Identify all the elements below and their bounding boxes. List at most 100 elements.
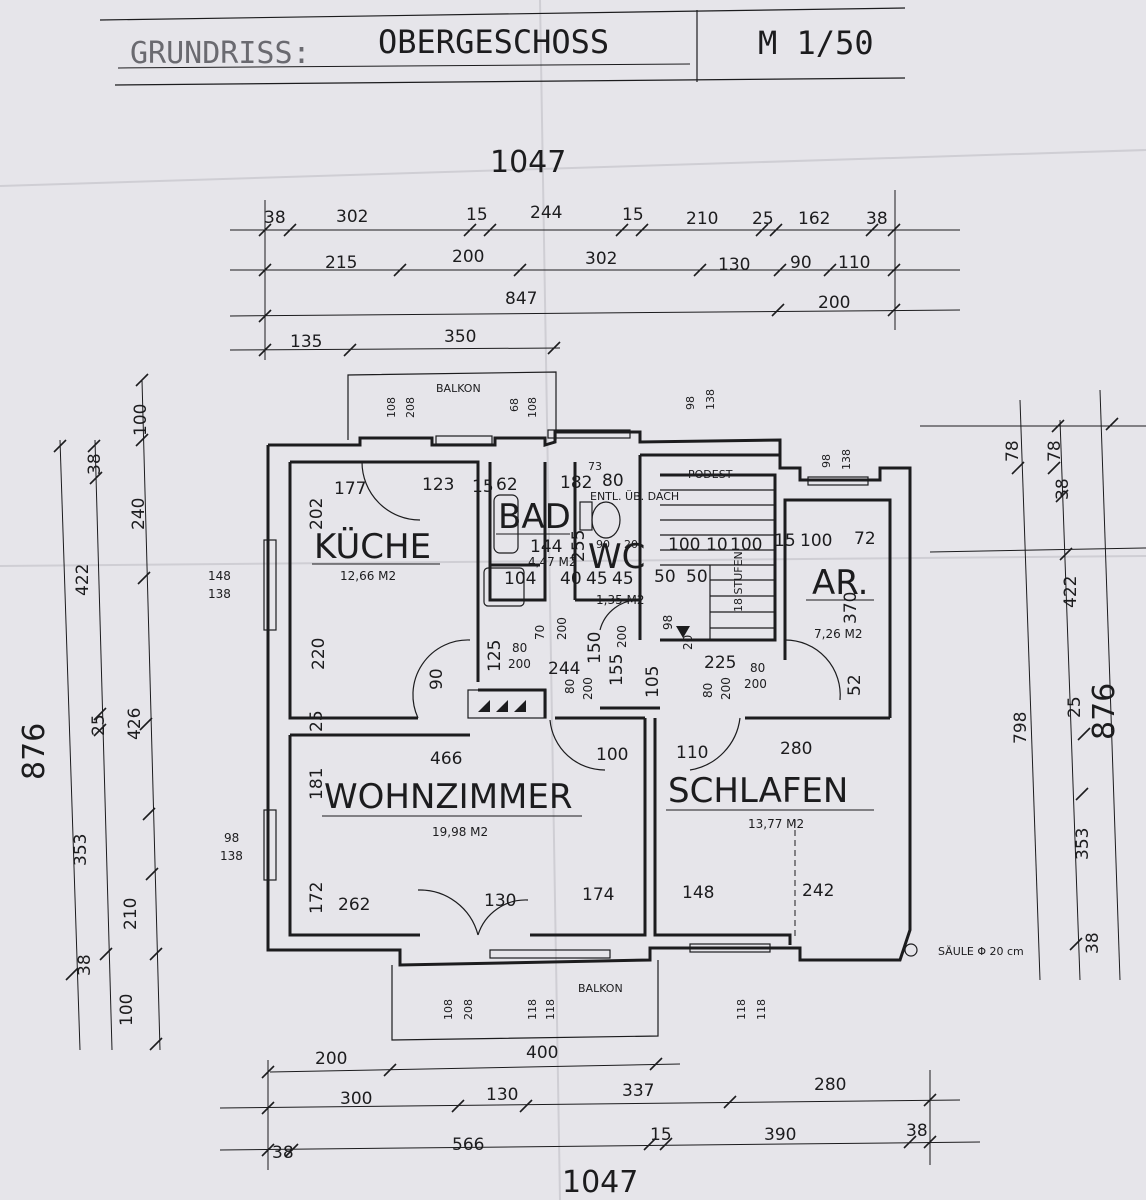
bad-dims: 15 62 182 73 80 ENTL. ÜB. DACH 144 104 2… <box>472 460 679 589</box>
overall-left-dim: 876 <box>17 723 52 780</box>
left-dim-2: 240 <box>129 498 149 530</box>
bottom-dimension-chain: 200 400 300 130 337 280 38 566 15 390 38 <box>219 1043 981 1170</box>
bad-dim-1: 15 <box>472 477 494 497</box>
top-dim-6: 210 <box>686 209 718 229</box>
room-kueche: KÜCHE 12,66 M2 <box>312 526 440 583</box>
room-area-wc: 1,35 M2 <box>596 593 645 607</box>
kueche-dim-5: 148 <box>208 569 231 583</box>
bottom-dim-2: 400 <box>526 1043 558 1063</box>
top-dim-2: 302 <box>336 207 368 227</box>
balcony-top: BALKON 108 208 68 108 98 138 <box>347 371 717 440</box>
top-dimension-chain: 38 302 15 244 15 210 25 162 38 215 200 3… <box>229 190 961 360</box>
right-dim-2: 422 <box>1061 576 1081 608</box>
stair-dim-4: 15 <box>774 531 796 551</box>
flur-dim-20: 100 <box>596 745 628 765</box>
balcony-bottom-dim-6: 118 <box>755 999 768 1020</box>
wohn-dims: 466 181 262 130 174 172 98 138 25 <box>220 710 614 915</box>
flur-dim-13: 225 <box>704 653 736 673</box>
title-block: GRUNDRISS: OBERGESCHOSS M 1/50 <box>99 7 906 86</box>
top-dim-9: 38 <box>866 209 888 229</box>
flur-dim-18: 20 <box>681 635 695 650</box>
flur-dim-9: 200 <box>615 625 629 648</box>
right-dim-1: 78 <box>1003 440 1023 462</box>
bad-dim-12: 90 <box>596 538 610 551</box>
left-dim-10: 38 <box>75 954 95 976</box>
balcony-top-label: BALKON <box>436 382 481 395</box>
bad-dim-9: 40 <box>560 569 582 589</box>
bottom-dim-6: 280 <box>814 1075 846 1095</box>
flur-dim-10: 80 <box>563 679 577 694</box>
stair-dim-1: 100 <box>668 535 700 555</box>
room-area-schlafen: 13,77 M2 <box>748 817 804 831</box>
room-bad: BAD 4,47 M2 <box>496 497 577 569</box>
left-dim-4: 426 <box>125 708 145 740</box>
schlaf-dim-2: 148 <box>682 883 714 903</box>
balcony-bottom-dim-4: 118 <box>544 999 557 1020</box>
ar-dim-2: 72 <box>854 529 876 549</box>
top-dim-14: 90 <box>790 253 812 273</box>
overall-right-dim: 876 <box>1087 683 1122 740</box>
flur-dim-8: 155 <box>607 654 627 686</box>
wohn-dim-5: 174 <box>582 885 614 905</box>
left-dim-7: 100 <box>117 994 137 1026</box>
wohn-dim-6: 172 <box>307 882 327 914</box>
saeule-label: SÄULE Φ 20 cm <box>938 945 1024 958</box>
flur-dim-4: 70 <box>533 625 547 640</box>
overall-bottom-dim: 1047 <box>562 1165 638 1200</box>
flur-dim-12: 105 <box>643 666 663 698</box>
room-wc: WC 1,35 M2 <box>588 537 645 607</box>
ar-dim-4: 52 <box>845 674 865 696</box>
wohn-dim-4: 130 <box>484 891 516 911</box>
flur-dim-2: 80 <box>512 641 527 655</box>
schlaf-dim-3: 242 <box>802 881 834 901</box>
bad-dim-7: 104 <box>504 569 536 589</box>
bad-dim-6: 144 <box>530 537 562 557</box>
room-area-kueche: 12,66 M2 <box>340 569 396 583</box>
stair-dim-5: 50 <box>654 567 676 587</box>
ar-dims: 100 72 370 52 <box>800 529 876 696</box>
schlaf-dim-1: 280 <box>780 739 812 759</box>
bottom-dim-5: 337 <box>622 1081 654 1101</box>
top-dim-15: 110 <box>838 253 870 273</box>
bad-dim-13: 20 <box>624 538 638 551</box>
room-ar: AR. 7,26 M2 <box>806 563 874 641</box>
room-name-kueche: KÜCHE <box>314 526 431 567</box>
overall-top-dim: 1047 <box>490 145 566 180</box>
top-dim-5: 15 <box>622 205 644 225</box>
room-schlafen: SCHLAFEN 13,77 M2 <box>666 771 874 831</box>
balcony-bottom-label: BALKON <box>578 982 623 995</box>
wohn-dim-8: 138 <box>220 849 243 863</box>
right-dim-8: 38 <box>1083 932 1103 954</box>
room-name-ar: AR. <box>812 563 868 603</box>
top-dim-17: 200 <box>818 293 850 313</box>
top-dim-11: 200 <box>452 247 484 267</box>
kueche-dim-6: 138 <box>208 587 231 601</box>
bottom-dim-4: 130 <box>486 1085 518 1105</box>
top-dim-10: 215 <box>325 253 357 273</box>
kueche-dim-4: 220 <box>309 638 329 670</box>
right-dim-5: 78 <box>1045 440 1065 462</box>
title-label: GRUNDRISS: <box>130 36 311 71</box>
ar-dim-1: 100 <box>800 531 832 551</box>
right-dim-7: 25 <box>1065 696 1085 718</box>
balcony-bottom-dim-2: 208 <box>462 999 475 1020</box>
title-floor: OBERGESCHOSS <box>378 23 609 61</box>
right-dim-4: 353 <box>1073 828 1093 860</box>
room-name-schlafen: SCHLAFEN <box>668 771 848 811</box>
bad-dim-8: 255 <box>569 530 589 562</box>
flur-dim-7: 150 <box>585 632 605 664</box>
left-dim-5: 353 <box>71 834 91 866</box>
stair-dim-3: 100 <box>730 535 762 555</box>
flur-dim-14: 80 <box>750 661 765 675</box>
bad-dim-5: 80 <box>602 471 624 491</box>
stair-dim-6: 50 <box>686 567 708 587</box>
flur-dim-3: 200 <box>508 657 531 671</box>
kueche-dim-3: 202 <box>307 498 327 530</box>
wohn-dim-2: 181 <box>307 768 327 800</box>
bottom-dim-10: 390 <box>764 1125 796 1145</box>
room-area-bad: 4,47 M2 <box>528 555 577 569</box>
column-icon <box>904 943 918 957</box>
flur-dim-17: 200 <box>719 677 733 700</box>
